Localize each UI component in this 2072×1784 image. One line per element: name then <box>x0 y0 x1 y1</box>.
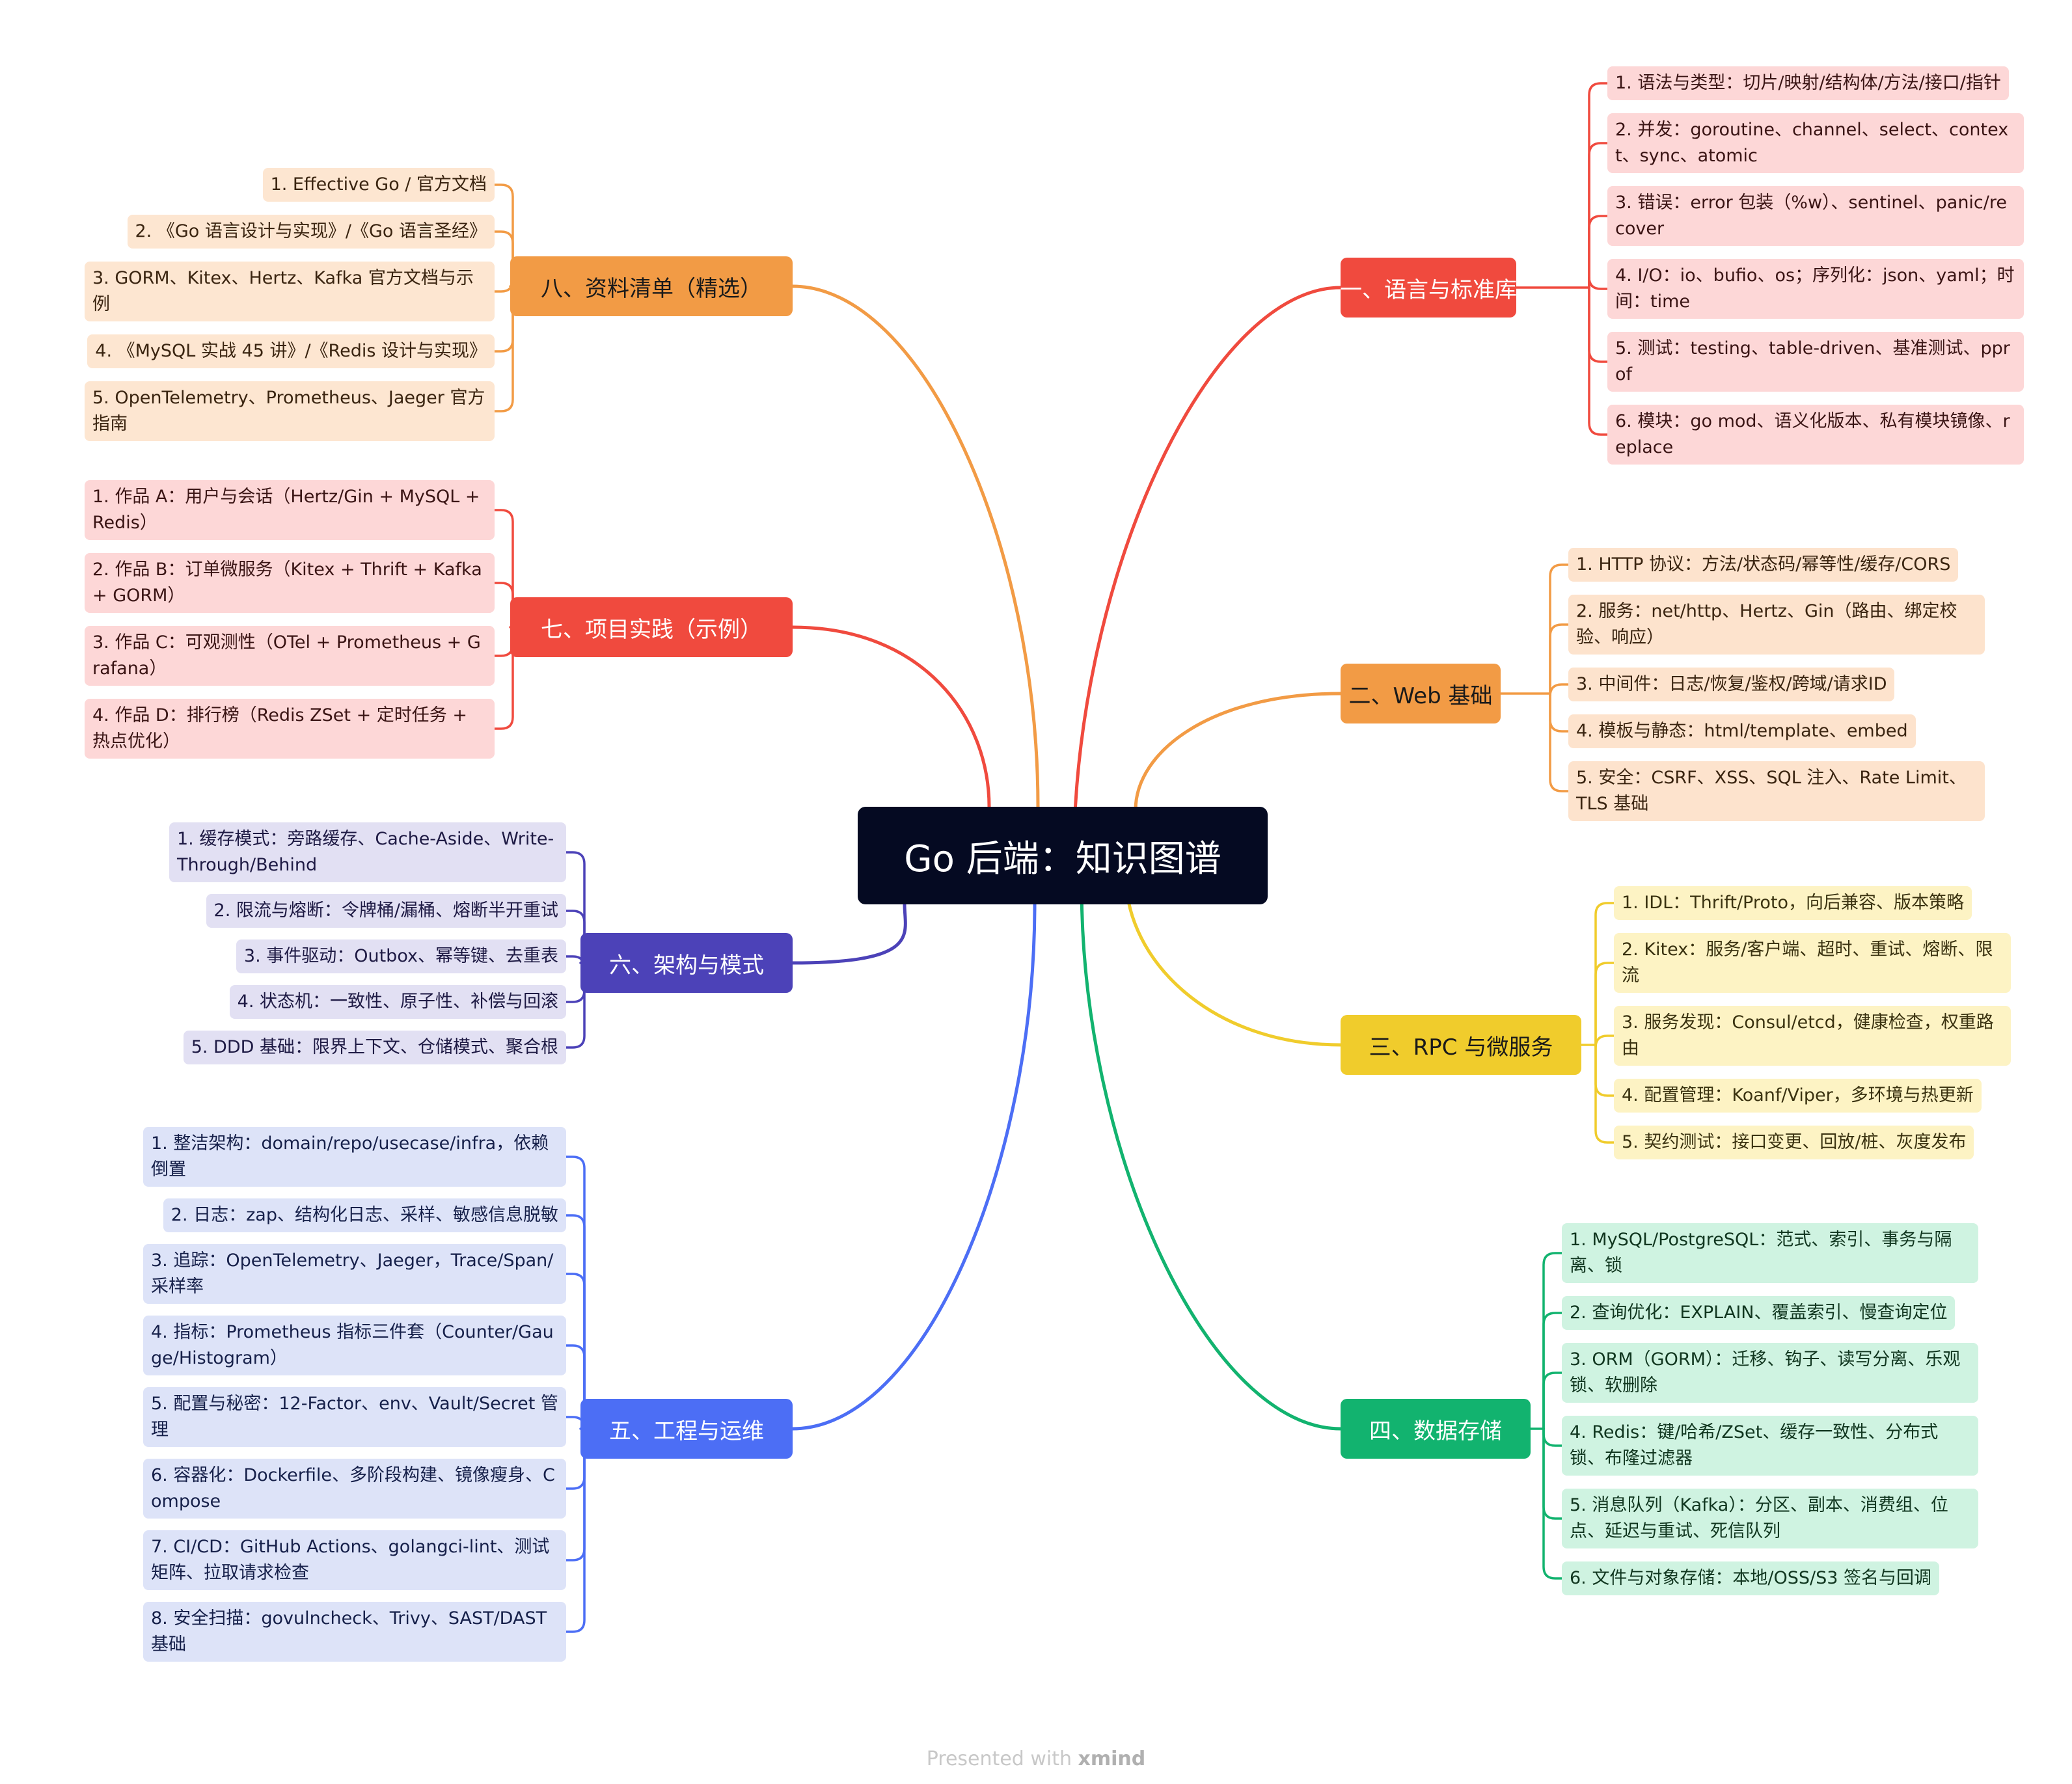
branch-topic-6[interactable]: 六、架构与模式 <box>580 933 793 993</box>
leaf-topic[interactable]: 5. DDD 基础：限界上下文、仓储模式、聚合根 <box>183 1031 566 1064</box>
leaf-topic[interactable]: 1. 缓存模式：旁路缓存、Cache-Aside、Write-Through/B… <box>169 822 566 882</box>
leaf-topic[interactable]: 4. 配置管理：Koanf/Viper，多环境与热更新 <box>1614 1079 1982 1113</box>
branch-topic-1[interactable]: 一、语言与标准库 <box>1340 258 1517 318</box>
leaf-topic[interactable]: 3. 错误：error 包装（%w）、sentinel、panic/recove… <box>1607 186 2024 246</box>
leaf-topic[interactable]: 1. 整洁架构：domain/repo/usecase/infra，依赖倒置 <box>143 1127 566 1187</box>
leaf-topic[interactable]: 5. 契约测试：接口变更、回放/桩、灰度发布 <box>1614 1126 1974 1159</box>
branch-topic-7[interactable]: 七、项目实践（示例） <box>510 597 793 657</box>
leaf-topic[interactable]: 4. 状态机：一致性、原子性、补偿与回滚 <box>229 985 566 1019</box>
leaf-topic[interactable]: 5. 配置与秘密：12-Factor、env、Vault/Secret 管理 <box>143 1387 566 1447</box>
leaf-topic[interactable]: 4. 《MySQL 实战 45 讲》/《Redis 设计与实现》 <box>87 334 495 368</box>
leaf-topic[interactable]: 1. IDL：Thrift/Proto，向后兼容、版本策略 <box>1614 886 1972 920</box>
leaf-topic[interactable]: 4. 指标：Prometheus 指标三件套（Counter/Gauge/His… <box>143 1316 566 1375</box>
leaf-topic[interactable]: 4. 作品 D：排行榜（Redis ZSet + 定时任务 + 热点优化） <box>85 699 495 759</box>
leaf-topic[interactable]: 2. 限流与熔断：令牌桶/漏桶、熔断半开重试 <box>206 894 566 928</box>
leaf-topic[interactable]: 2. 《Go 语言设计与实现》/《Go 语言圣经》 <box>127 215 495 249</box>
leaf-topic[interactable]: 3. 作品 C：可观测性（OTel + Prometheus + Grafana… <box>85 626 495 686</box>
branch-topic-5[interactable]: 五、工程与运维 <box>580 1399 793 1459</box>
leaf-topic[interactable]: 8. 安全扫描：govulncheck、Trivy、SAST/DAST 基础 <box>143 1602 566 1662</box>
leaf-topic[interactable]: 6. 容器化：Dockerfile、多阶段构建、镜像瘦身、Compose <box>143 1459 566 1519</box>
leaf-topic[interactable]: 1. Effective Go / 官方文档 <box>262 168 495 202</box>
leaf-topic[interactable]: 3. 追踪：OpenTelemetry、Jaeger，Trace/Span/采样… <box>143 1244 566 1304</box>
leaf-topic[interactable]: 1. MySQL/PostgreSQL：范式、索引、事务与隔离、锁 <box>1562 1223 1978 1283</box>
leaf-topic[interactable]: 5. 测试：testing、table-driven、基准测试、pprof <box>1607 332 2024 392</box>
branch-topic-8[interactable]: 八、资料清单（精选） <box>510 256 793 316</box>
leaf-topic[interactable]: 4. Redis：键/哈希/ZSet、缓存一致性、分布式锁、布隆过滤器 <box>1562 1416 1978 1476</box>
branch-topic-4[interactable]: 四、数据存储 <box>1341 1399 1531 1459</box>
leaf-topic[interactable]: 7. CI/CD：GitHub Actions、golangci-lint、测试… <box>143 1530 566 1590</box>
leaf-topic[interactable]: 4. I/O：io、bufio、os；序列化：json、yaml；时间：time <box>1607 259 2024 319</box>
leaf-topic[interactable]: 3. 服务发现：Consul/etcd，健康检查，权重路由 <box>1614 1006 2011 1066</box>
leaf-topic[interactable]: 5. 安全：CSRF、XSS、SQL 注入、Rate Limit、TLS 基础 <box>1568 761 1985 821</box>
leaf-topic[interactable]: 1. HTTP 协议：方法/状态码/幂等性/缓存/CORS <box>1568 548 1959 582</box>
leaf-topic[interactable]: 1. 语法与类型：切片/映射/结构体/方法/接口/指针 <box>1607 66 2009 100</box>
leaf-topic[interactable]: 5. OpenTelemetry、Prometheus、Jaeger 官方指南 <box>85 381 495 441</box>
leaf-topic[interactable]: 2. 服务：net/http、Hertz、Gin（路由、绑定校验、响应） <box>1568 595 1985 655</box>
leaf-topic[interactable]: 2. 查询优化：EXPLAIN、覆盖索引、慢查询定位 <box>1562 1296 1956 1330</box>
leaf-topic[interactable]: 5. 消息队列（Kafka）：分区、副本、消费组、位点、延迟与重试、死信队列 <box>1562 1489 1978 1548</box>
central-topic[interactable]: Go 后端：知识图谱 <box>858 807 1268 904</box>
footer-prefix: Presented with <box>926 1748 1078 1770</box>
leaf-topic[interactable]: 6. 模块：go mod、语义化版本、私有模块镜像、replace <box>1607 405 2024 465</box>
xmind-logo: xmind <box>1078 1748 1146 1770</box>
leaf-topic[interactable]: 2. 日志：zap、结构化日志、采样、敏感信息脱敏 <box>163 1198 566 1232</box>
leaf-topic[interactable]: 3. 中间件：日志/恢复/鉴权/跨域/请求ID <box>1568 668 1895 701</box>
footer-credit: Presented with xmind <box>0 1748 2072 1770</box>
leaf-topic[interactable]: 3. GORM、Kitex、Hertz、Kafka 官方文档与示例 <box>85 262 495 321</box>
leaf-topic[interactable]: 1. 作品 A：用户与会话（Hertz/Gin + MySQL + Redis） <box>85 480 495 540</box>
leaf-topic[interactable]: 2. Kitex：服务/客户端、超时、重试、熔断、限流 <box>1614 933 2011 993</box>
leaf-topic[interactable]: 2. 并发：goroutine、channel、select、context、s… <box>1607 113 2024 173</box>
leaf-topic[interactable]: 6. 文件与对象存储：本地/OSS/S3 签名与回调 <box>1562 1561 1939 1595</box>
branch-topic-2[interactable]: 二、Web 基础 <box>1341 664 1501 723</box>
leaf-topic[interactable]: 3. ORM（GORM）：迁移、钩子、读写分离、乐观锁、软删除 <box>1562 1343 1978 1403</box>
leaf-topic[interactable]: 4. 模板与静态：html/template、embed <box>1568 714 1916 748</box>
branch-topic-3[interactable]: 三、RPC 与微服务 <box>1341 1015 1581 1075</box>
leaf-topic[interactable]: 3. 事件驱动：Outbox、幂等键、去重表 <box>236 939 566 973</box>
leaf-topic[interactable]: 2. 作品 B：订单微服务（Kitex + Thrift + Kafka + G… <box>85 553 495 613</box>
